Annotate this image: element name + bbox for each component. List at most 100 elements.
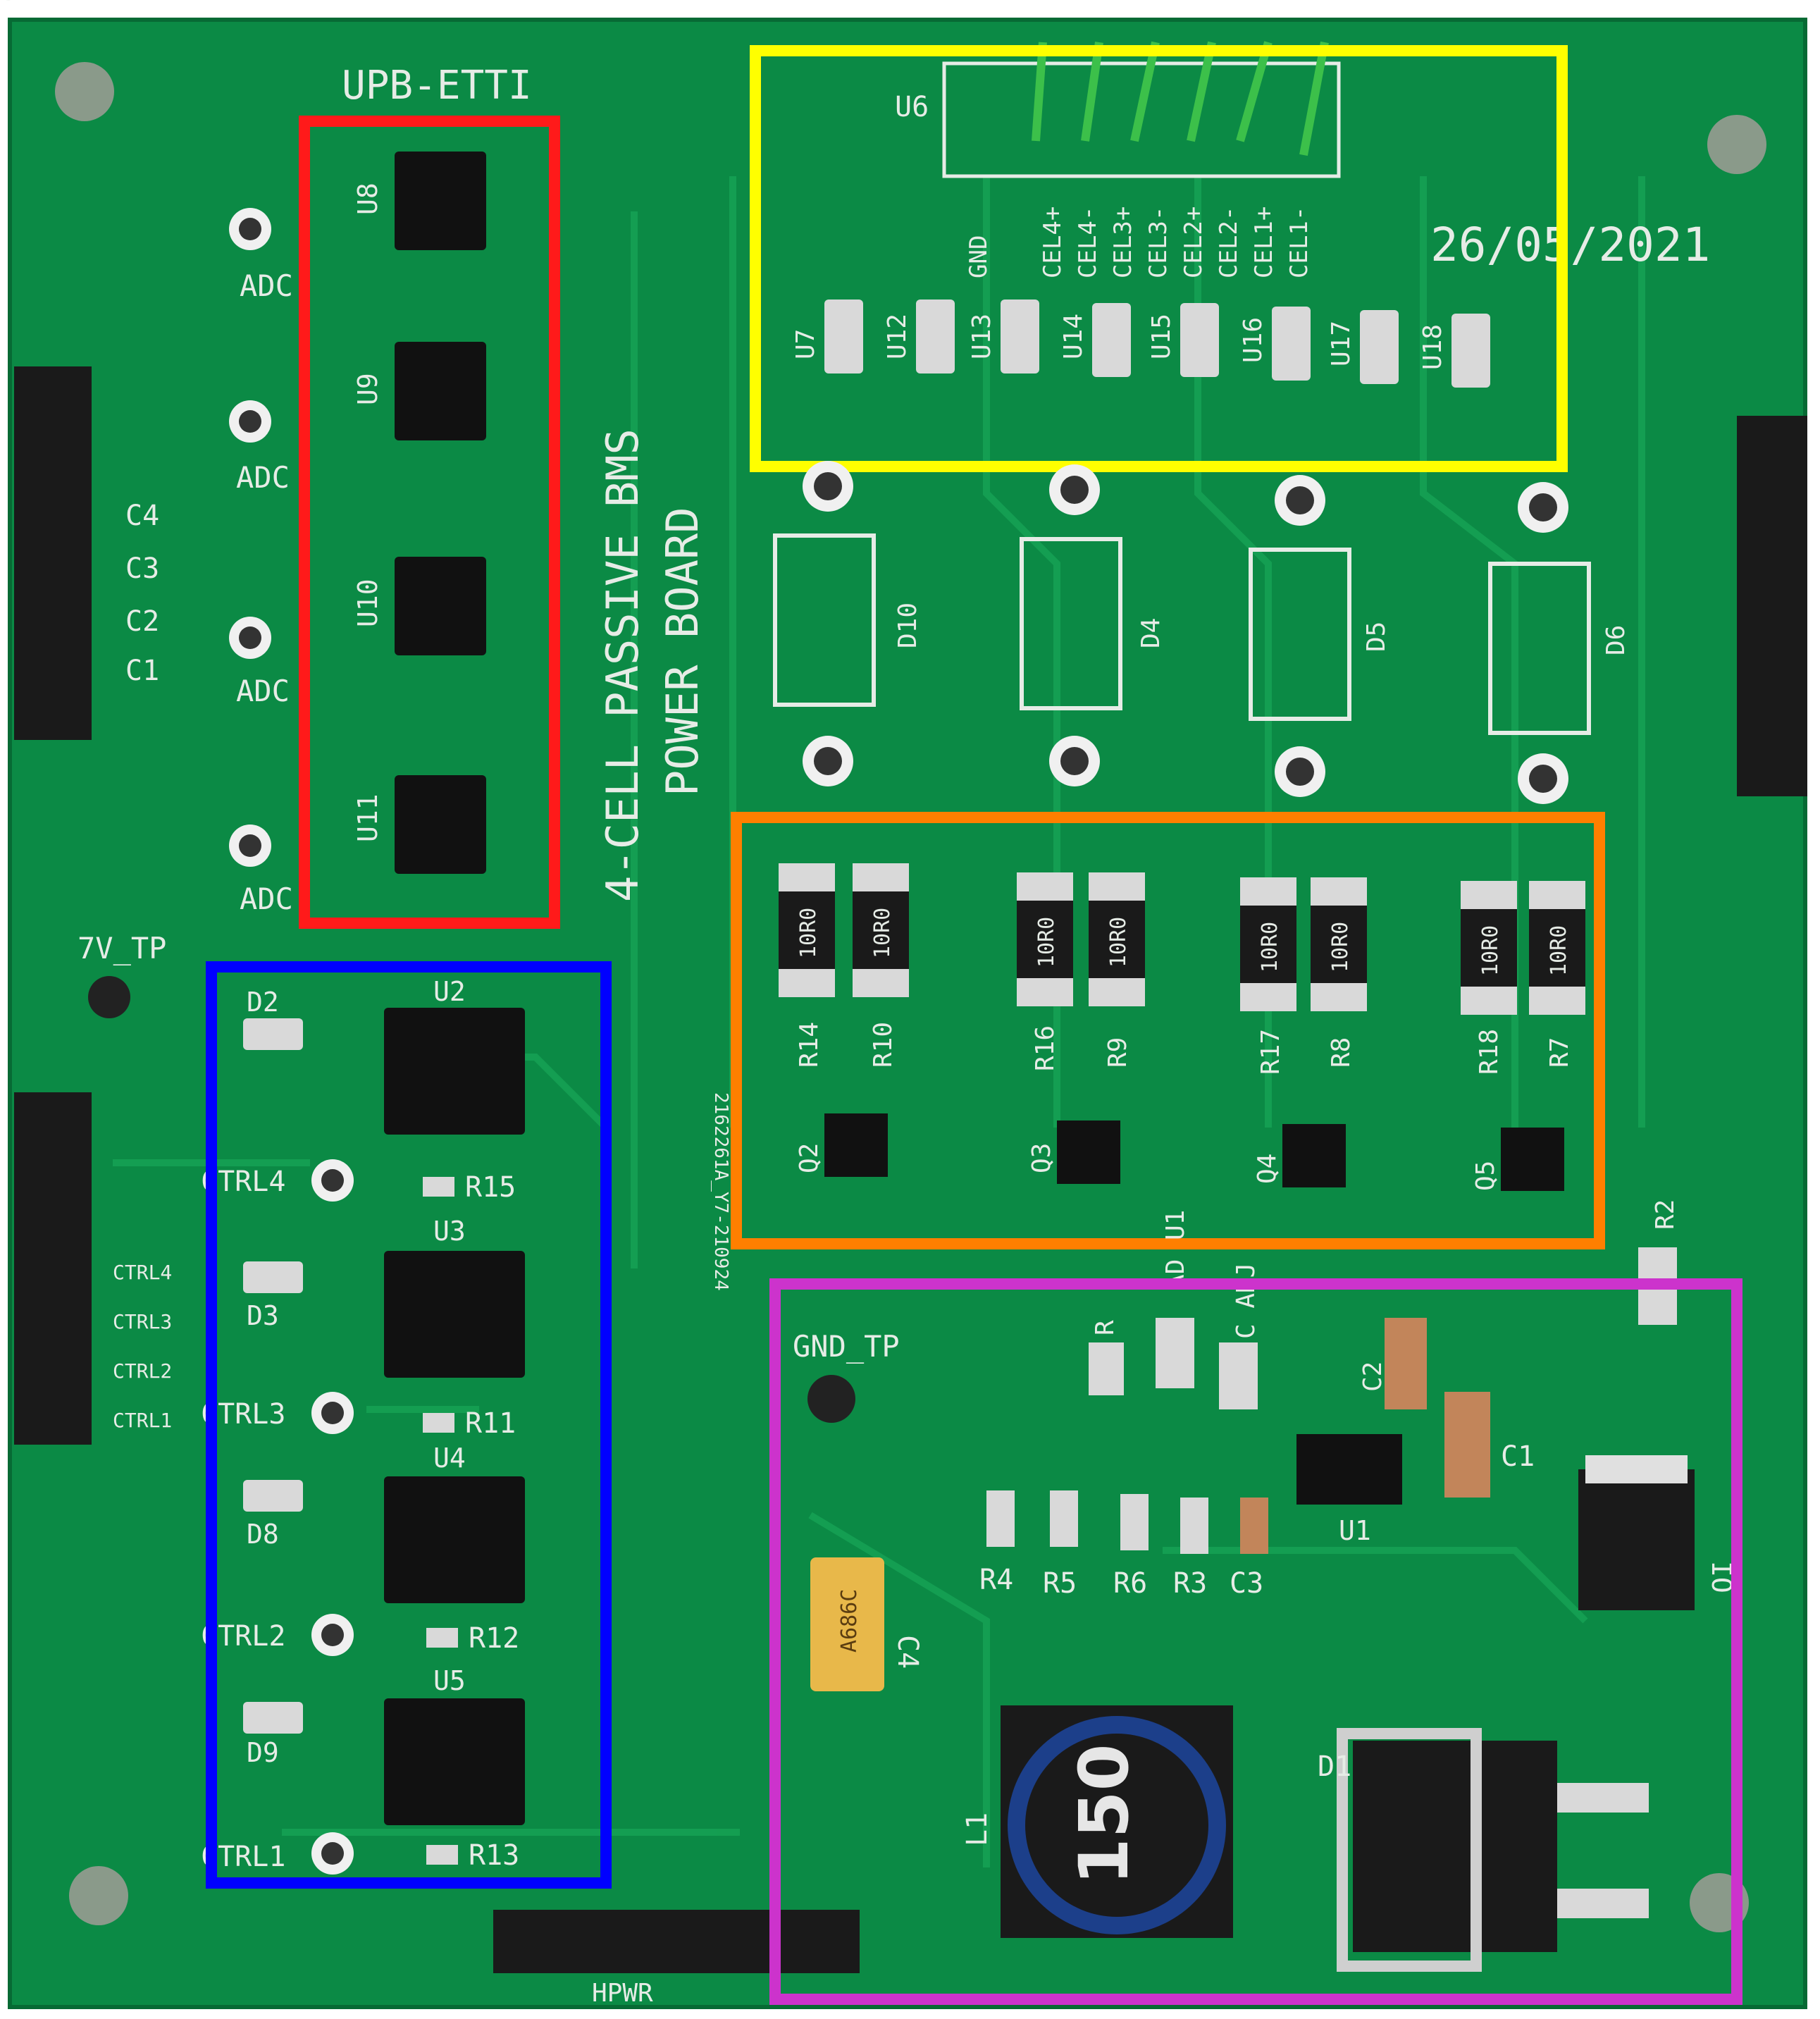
- diode-d1-label: D1: [1318, 1751, 1351, 1783]
- resistor-r15: R15: [465, 1171, 516, 1204]
- part-r4: R4: [979, 1564, 1013, 1596]
- board-title-line2: POWER BOARD: [657, 507, 708, 796]
- label-c3: C3: [125, 552, 159, 585]
- balance-resistors: [779, 863, 1585, 1015]
- header-hpwr-connector: [493, 1910, 860, 1973]
- resistor-marking-r8: 10R0: [1328, 922, 1353, 973]
- regulator-body: [1578, 1469, 1695, 1610]
- pin-cel3p: CEL3+: [1109, 206, 1137, 278]
- resistor-marking-r14: 10R0: [796, 908, 821, 958]
- part-u7: U7: [791, 329, 820, 359]
- pin-cel4m: CEL4-: [1074, 206, 1102, 278]
- tp-7v-label: 7V_TP: [78, 931, 166, 965]
- chip-u11: U11: [352, 794, 383, 842]
- tp-gnd-pin: [807, 1375, 855, 1423]
- header-ctrl-connector: [14, 1092, 92, 1445]
- diode-d1-body: [1353, 1741, 1557, 1952]
- tp-gnd-label: GND_TP: [793, 1329, 900, 1364]
- resistor-r14: R14: [795, 1022, 824, 1068]
- pin-gnd-2: GND: [0, 0, 43, 6]
- part-r3: R3: [1173, 1567, 1207, 1600]
- pin-gnd-1: GND: [965, 235, 993, 278]
- part-u16: U16: [1239, 317, 1268, 363]
- resistor-r16: R16: [1031, 1025, 1060, 1071]
- mosfet-q4: Q4: [1253, 1154, 1282, 1184]
- regulator-tab: [1585, 1455, 1688, 1483]
- label-hpwr: HPWR: [592, 1979, 653, 2008]
- resistor-r17: R17: [1256, 1029, 1285, 1075]
- resistor-r2: R2: [1651, 1199, 1680, 1230]
- resistor-r12: R12: [469, 1622, 519, 1655]
- led-d3: D3: [247, 1300, 279, 1331]
- ic-u1-label: U1: [1339, 1515, 1371, 1546]
- cap-c2: C2: [1358, 1362, 1387, 1392]
- led-d8: D8: [247, 1519, 279, 1550]
- part-u18: U18: [1418, 324, 1447, 370]
- driver-u3: U3: [433, 1216, 466, 1247]
- pin-cel2p: CEL2+: [1180, 206, 1208, 278]
- inductor-value: 150: [1065, 1744, 1144, 1885]
- label-hdr-ctrl1: CTRL1: [113, 1409, 172, 1432]
- resistor-r13: R13: [469, 1839, 519, 1872]
- inductor-l1: L1: [961, 1813, 993, 1846]
- resistor-marking-r16: 10R0: [1034, 917, 1059, 968]
- resistor-marking-r10: 10R0: [870, 908, 895, 958]
- label-c1: C1: [125, 655, 159, 687]
- pin-cel4p: CEL4+: [1039, 206, 1067, 278]
- mosfet-q5: Q5: [1471, 1161, 1500, 1191]
- part-u12: U12: [883, 314, 912, 359]
- adc-label-4: ADC: [240, 882, 293, 916]
- tantalum-cap-c4: [810, 1557, 884, 1691]
- part-u13: U13: [967, 314, 996, 359]
- brand-label: UPB-ETTI: [342, 63, 532, 109]
- led-d2: D2: [247, 987, 279, 1018]
- highlight-magenta-box: [769, 1278, 1742, 2005]
- resistor-r7: R7: [1545, 1037, 1574, 1068]
- chip-u9: U9: [352, 373, 383, 405]
- label-hdr-ctrl2: CTRL2: [113, 1359, 172, 1383]
- header-right-connector: [1737, 416, 1807, 796]
- highlight-blue-box: [206, 961, 612, 1889]
- highlight-yellow-box: [750, 45, 1568, 472]
- label-hdr-ctrl4: CTRL4: [113, 1261, 172, 1284]
- feedback-network: [1089, 1318, 1490, 1498]
- connector-u6-outline: [942, 61, 1341, 178]
- diode-d1-leads: [1557, 1783, 1649, 1918]
- resistor-r11: R11: [465, 1407, 516, 1440]
- partial-label-cadj: C ADJ: [1232, 1263, 1261, 1339]
- driver-u4: U4: [433, 1443, 466, 1474]
- driver-u2: U2: [433, 976, 466, 1007]
- diode-d5: D5: [1362, 622, 1391, 652]
- label-c2: C2: [125, 605, 159, 638]
- board-title-line1: 4-CELL PASSIVE BMS: [597, 428, 648, 902]
- ctrl-testpoints: [311, 1159, 354, 1875]
- ribbon-wires: [1032, 41, 1329, 156]
- diode-d10: D10: [893, 603, 922, 648]
- board-date: 26/05/2021: [1430, 218, 1710, 272]
- adc-label-1: ADC: [240, 268, 293, 303]
- mosfet-q2: Q2: [795, 1143, 824, 1173]
- adc-label-3: ADC: [236, 674, 290, 708]
- gate-resistors: [423, 1177, 458, 1865]
- label-c4: C4: [125, 500, 159, 532]
- resistor-marking-r9: 10R0: [1106, 917, 1131, 968]
- board-code: 2162261A_Y7-210924: [710, 1092, 731, 1291]
- part-u14: U14: [1059, 314, 1088, 359]
- part-r5: R5: [1043, 1567, 1077, 1600]
- diode-footprints: [773, 533, 1591, 735]
- cell-pins: GND GND CEL4+ CEL4- CEL3+ CEL3- CEL2+ CE…: [0, 0, 1313, 278]
- resistor-r18: R18: [1475, 1029, 1504, 1075]
- driver-u5: U5: [433, 1665, 466, 1696]
- resistor-marking-r7: 10R0: [1547, 925, 1571, 976]
- ic-u1: [1296, 1434, 1402, 1505]
- highlight-orange-box: [731, 812, 1605, 1249]
- cap-c1: C1: [1501, 1440, 1535, 1473]
- chip-u8: U8: [352, 183, 383, 215]
- u1-rot-label: U1: [1161, 1210, 1190, 1240]
- resistor-r10: R10: [869, 1022, 898, 1068]
- diode-d4: D4: [1137, 618, 1165, 648]
- pin-cel1m: CEL1-: [1285, 206, 1313, 278]
- resistor-r9: R9: [1103, 1037, 1132, 1068]
- red-group-chips: [395, 152, 486, 874]
- header-c-connector: [14, 366, 92, 740]
